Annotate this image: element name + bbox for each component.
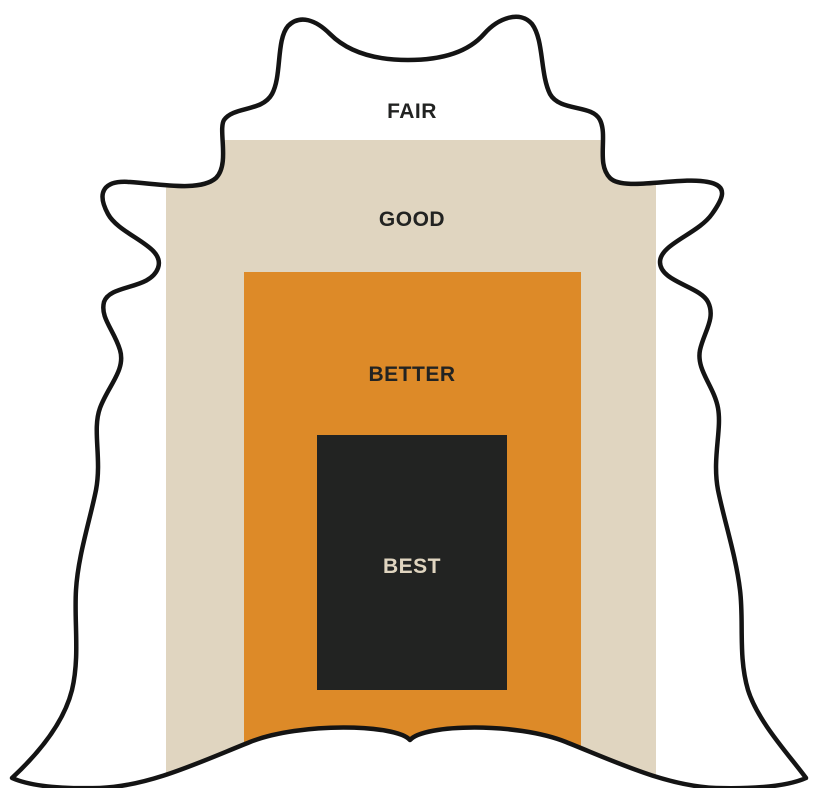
zone-label-better: BETTER bbox=[369, 363, 456, 386]
zone-label-fair: FAIR bbox=[387, 100, 437, 123]
zone-label-good: GOOD bbox=[379, 208, 445, 231]
zone-label-best: BEST bbox=[383, 555, 441, 578]
